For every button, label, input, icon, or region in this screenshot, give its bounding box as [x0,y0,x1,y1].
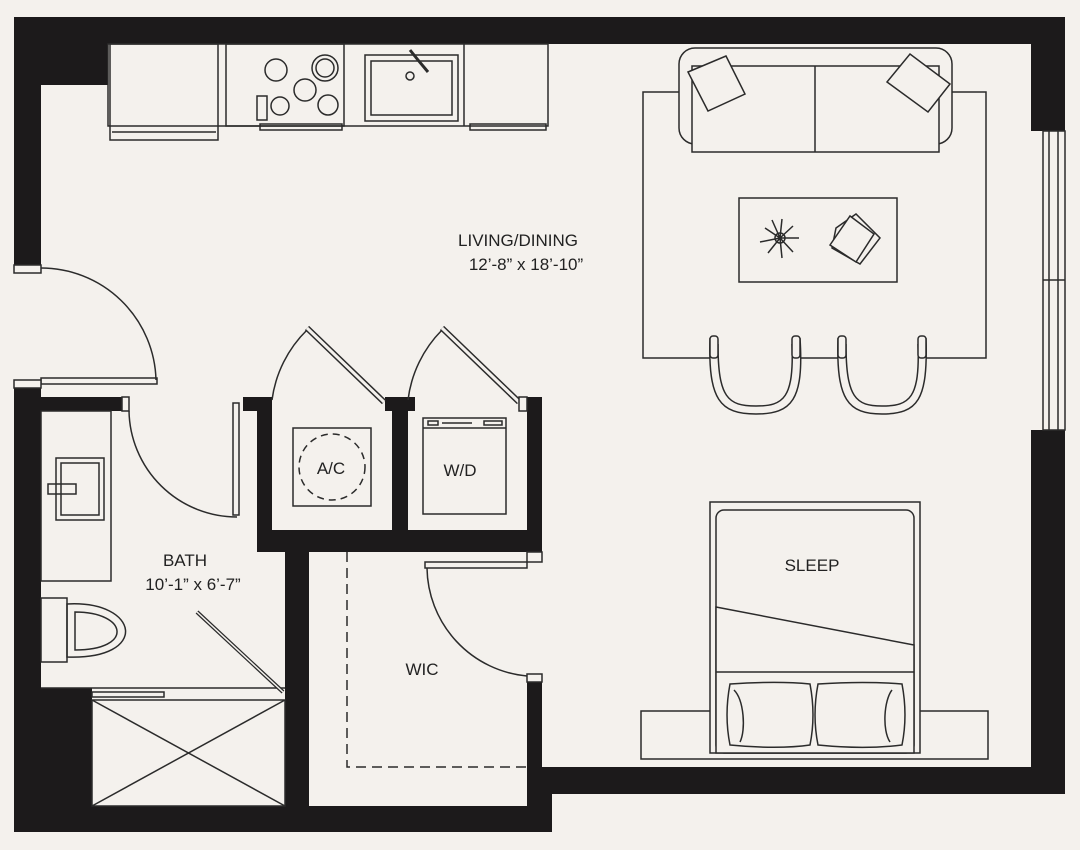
pillow-icon [885,52,952,114]
living-furniture [642,47,987,415]
sleep-furniture [640,501,989,760]
wall-closet-divider [392,397,408,552]
kitchen [107,43,549,141]
bath-vanity [40,410,112,582]
pillow-icon [726,681,814,748]
closets [271,325,528,515]
wic [346,551,543,768]
wall-bottom-left-chunk [14,688,92,832]
living-room-label: LIVING/DINING [458,231,578,250]
wall-closet-divider-cap [385,397,415,411]
burner-icon [293,78,317,102]
window-right [1042,130,1066,431]
walls [14,17,1065,832]
wall-bottom-right [528,767,1065,794]
dishwasher-rail [469,123,547,131]
faucet-icon [405,71,415,81]
wall-bath-wic [285,530,309,832]
fridge [109,43,219,141]
toilet-bowl [66,603,127,658]
book-icon [828,213,881,265]
bath-label: BATH [163,551,207,570]
bath [40,396,286,807]
toilet-tank [40,597,68,663]
pillow-icon [686,55,747,112]
faucet-icon [47,483,77,495]
burner-icon [264,58,288,82]
wall-right-lower [1031,430,1065,794]
washer-dryer [422,417,507,515]
living-room-dims: 12’-8” x 18’-10” [469,255,584,274]
wall-left-upper [14,17,41,265]
wall-closet-left-cap [243,397,272,411]
pillow-icon [814,681,906,748]
oven-rail [259,123,343,131]
bath-dims: 10’-1” x 6’-7” [145,575,241,594]
burner-icon [317,94,339,116]
wall-closet-left [257,397,272,552]
wall-bottom-left [14,806,552,832]
wall-wic-right [527,680,542,832]
wall-closet-right [527,397,542,562]
armchair [837,335,927,415]
wall-right-upper [1031,17,1065,131]
plant-icon [759,218,799,259]
wall-bath-top [41,397,129,411]
shower-bar [91,691,165,698]
ac-label: A/C [317,459,345,478]
entry-door [13,264,158,389]
wd-label: W/D [443,461,476,480]
burner-icon [270,96,290,116]
shower-pan [91,699,286,807]
kitchen-counter [107,43,549,127]
armchair [709,335,802,415]
wall-top [14,17,1065,44]
ac-unit [292,427,372,507]
bath-sink [55,457,105,521]
wic-label: WIC [405,660,438,679]
cooktop [225,43,345,127]
kitchen-sink [364,54,459,122]
burner-icon [311,54,339,82]
sleep-label: SLEEP [785,556,840,575]
